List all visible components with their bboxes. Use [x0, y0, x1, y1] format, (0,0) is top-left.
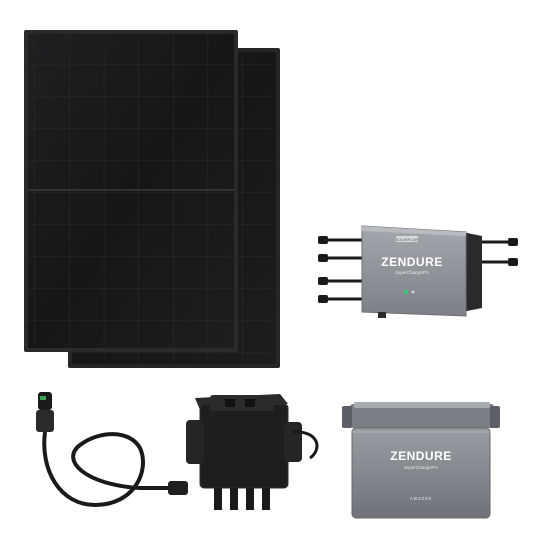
- battery-handle-left: [342, 406, 352, 428]
- battery-handle-right: [490, 406, 500, 428]
- inverter-bracket: [210, 395, 274, 411]
- battery-model-line: SuperChargerPV: [404, 465, 438, 470]
- battery-brand: ZENDURE: [390, 449, 452, 463]
- hub-badge-plate: [396, 236, 418, 242]
- cable-plug-bottom: [168, 481, 188, 495]
- hub-brand: ZENDURE: [381, 255, 443, 269]
- cable-plug-top: [38, 392, 52, 410]
- hub-model-line: SuperChargerPV: [395, 270, 429, 275]
- hub-badge: SOLARFLOW: [396, 238, 419, 242]
- hub-button-icon: [411, 290, 415, 294]
- battery-pack: ZENDURE SuperChargerPV AB2000: [342, 402, 500, 519]
- hub-left-cables: [318, 236, 362, 303]
- hub-status-led: [404, 290, 408, 294]
- microinverter: [186, 394, 319, 510]
- solarflow-hub: SOLARFLOW ZENDURE SuperChargerPV: [318, 225, 518, 318]
- connection-cable: [36, 392, 188, 508]
- solar-panel-front: [24, 30, 238, 352]
- battery-model: AB2000: [410, 496, 432, 501]
